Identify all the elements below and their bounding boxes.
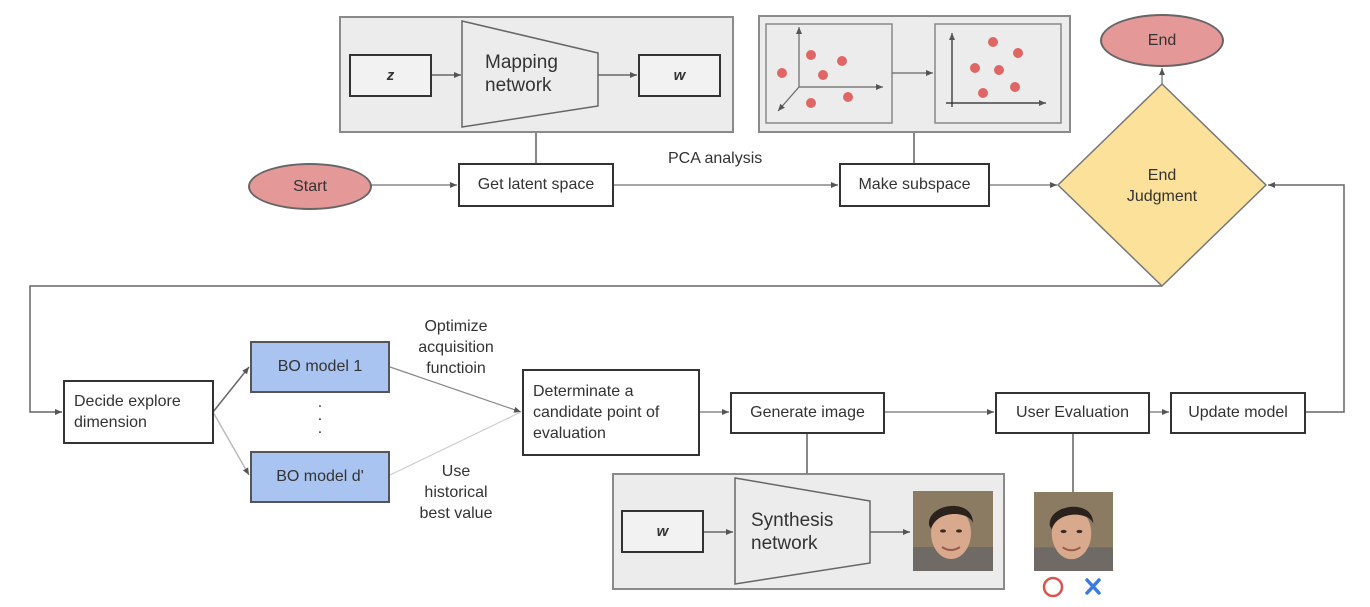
determinate-line2: candidate point of <box>533 404 660 421</box>
synthesis-network-label: Synthesis network <box>751 509 833 555</box>
update-model-node: Update model <box>1170 392 1306 434</box>
edge-decide-to-bo1 <box>212 366 250 413</box>
synthesis-network-trapezoid <box>734 477 871 585</box>
end-judgment-diamond <box>1056 82 1268 288</box>
end-terminal: End <box>1100 14 1224 67</box>
scatter-point <box>994 65 1004 75</box>
scatter-3d-frame <box>765 23 893 124</box>
bo-model-d-node: BO model d' <box>250 451 390 503</box>
historical-line1: Use <box>441 463 471 480</box>
evaluation-marks <box>1042 576 1101 598</box>
edge-decide-to-bod <box>212 411 250 476</box>
bo-model-ellipsis: . . . <box>312 394 328 437</box>
synthesis-w-vector-box: w <box>621 510 704 553</box>
determinate-candidate-node: Determinate a candidate point of evaluat… <box>522 369 700 456</box>
determinate-line3: evaluation <box>533 425 606 442</box>
synthesis-line2: network <box>751 533 818 554</box>
get-latent-space-node: Get latent space <box>458 163 614 207</box>
optimize-acquisition-label: Optimize acquisition functioin <box>400 316 512 379</box>
mapping-network-label: Mapping network <box>485 51 558 97</box>
pca-illustration <box>765 23 1062 124</box>
scatter-point <box>818 70 828 80</box>
ellipsis-dot: . <box>317 420 323 437</box>
scatter-point <box>1010 82 1020 92</box>
scatter-point <box>837 56 847 66</box>
evaluated-face-image <box>1034 492 1113 571</box>
bo-model-1-node: BO model 1 <box>250 341 390 393</box>
historical-line2: historical <box>424 484 488 501</box>
mapping-network-line2: network <box>485 75 552 96</box>
user-evaluation-node: User Evaluation <box>995 392 1150 434</box>
scatter-point <box>1013 48 1023 58</box>
end-judgment-line2: Judgment <box>1126 188 1198 205</box>
scatter-point <box>806 50 816 60</box>
decide-explore-dimension-node: Decide explore dimension <box>63 380 214 444</box>
w-vector-box: w <box>638 54 721 97</box>
generated-face-image <box>913 491 993 571</box>
optimize-line1: Optimize <box>424 318 488 335</box>
scatter-point <box>988 37 998 47</box>
scatter-point <box>970 63 980 73</box>
end-judgment-label: End Judgment <box>1110 165 1214 207</box>
edge-bod-to-candidate <box>389 411 522 476</box>
scatter-point <box>843 92 853 102</box>
edge-bo1-to-candidate <box>389 366 522 413</box>
end-judgment-line1: End <box>1147 167 1177 184</box>
generate-image-node: Generate image <box>730 392 885 434</box>
pca-analysis-label: PCA analysis <box>668 150 763 167</box>
z-vector-box: z <box>349 54 432 97</box>
historical-line3: best value <box>419 505 493 522</box>
mapping-arrows <box>432 20 637 128</box>
scatter-point <box>978 88 988 98</box>
optimize-line2: acquisition <box>418 339 494 356</box>
decide-line1: Decide explore <box>74 393 181 410</box>
mapping-network-line1: Mapping <box>485 52 558 73</box>
edge-judgment-to-decide <box>29 285 1162 415</box>
reject-cross-icon[interactable] <box>1085 578 1101 595</box>
accept-circle-icon[interactable] <box>1042 576 1064 598</box>
start-terminal: Start <box>248 163 372 210</box>
synthesis-arrows <box>704 477 910 585</box>
scatter-point <box>777 68 787 78</box>
ellipsis-dot: . <box>317 407 323 424</box>
mapping-network-trapezoid <box>461 20 599 128</box>
ellipsis-dot: . <box>317 394 323 411</box>
synthesis-line1: Synthesis <box>751 510 834 531</box>
scatter-point <box>806 98 816 108</box>
decide-line2: dimension <box>74 414 147 431</box>
historical-best-label: Use historical best value <box>400 461 512 524</box>
make-subspace-node: Make subspace <box>839 163 990 207</box>
determinate-line1: Determinate a <box>533 383 634 400</box>
optimize-line3: functioin <box>426 360 486 377</box>
edge-update-to-judgment <box>1268 182 1345 413</box>
